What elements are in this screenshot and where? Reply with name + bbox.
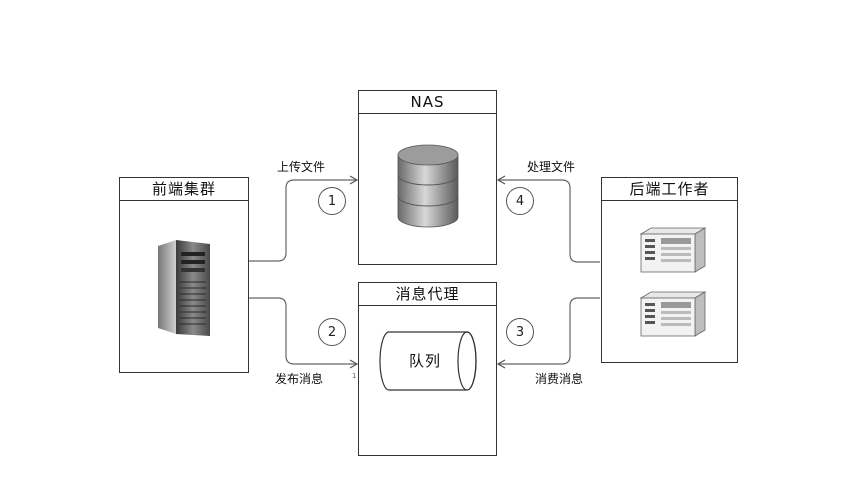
queue-label: 队列 (409, 352, 442, 370)
nas-title: NAS (359, 91, 496, 114)
backend-workers-box: 后端工作者 (601, 177, 738, 363)
edge-publish-label: 发布消息 (275, 372, 324, 386)
queue-cylinder-icon (379, 331, 477, 391)
frontend-cluster-box: 前端集群 (119, 177, 249, 373)
edge-publish-line (219, 297, 359, 369)
step-2-badge: 2 (318, 318, 346, 346)
step-3-badge: 3 (506, 318, 534, 346)
edge-upload-line (219, 175, 359, 262)
edge-consume-label: 消费消息 (535, 372, 584, 386)
tick-mark: 1 (352, 372, 357, 380)
frontend-cluster-title: 前端集群 (120, 178, 248, 201)
tower-server-icon (158, 240, 210, 336)
edge-consume-line (496, 297, 600, 369)
step-4-badge: 4 (506, 187, 534, 215)
edge-upload-label: 上传文件 (277, 160, 326, 174)
step-1-badge: 1 (318, 187, 346, 215)
edge-process-line (496, 175, 600, 263)
message-broker-box: 消息代理 队列 (358, 282, 497, 456)
edge-process-label: 处理文件 (527, 160, 576, 174)
worker-server-icon (639, 227, 707, 273)
worker-server-icon (639, 291, 707, 337)
database-icon (397, 144, 459, 228)
message-broker-title: 消息代理 (359, 283, 496, 306)
nas-box: NAS (358, 90, 497, 265)
backend-workers-title: 后端工作者 (602, 178, 737, 201)
